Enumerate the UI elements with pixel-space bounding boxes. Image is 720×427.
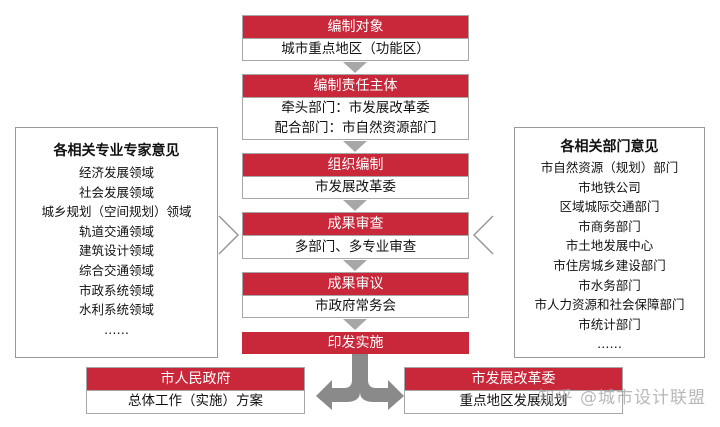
list-item: 经济发展领域 — [78, 165, 154, 180]
panel-title: 各相关专业专家意见 — [53, 143, 180, 159]
stage-title: 成果审查 — [243, 213, 468, 236]
list-item: 市地铁公司 — [578, 179, 641, 195]
stage-deliberation: 成果审议 市政府常务会 — [242, 272, 469, 318]
list-item: 综合交通领域 — [78, 262, 154, 278]
down-arrow-icon — [343, 260, 367, 271]
output-title: 市人民政府 — [87, 368, 304, 391]
stage-organize: 组织编制 市发展改革委 — [242, 153, 469, 199]
list-item: …… — [597, 336, 622, 352]
list-item: 市政系统领域 — [78, 282, 154, 298]
stage-publish: 印发实施 — [242, 332, 469, 354]
down-arrow-icon — [343, 62, 367, 73]
list-item: 区域城际交通部门 — [559, 199, 660, 215]
stage-line: 市政府常务会 — [315, 298, 396, 314]
stage-compile-object: 编制对象 城市重点地区（功能区） — [242, 15, 469, 61]
stage-responsible-party: 编制责任主体 牵头部门：市发展改革委 配合部门：市自然资源部门 — [242, 74, 469, 140]
panel-title: 各相关部门意见 — [560, 139, 659, 155]
down-arrow-icon — [343, 141, 367, 152]
stage-line: 多部门、多专业审查 — [294, 239, 417, 255]
stage-line: 市发展改革委 — [315, 179, 396, 195]
department-opinions-panel: 各相关部门意见 市自然资源（规划）部门 市地铁公司 区域城际交通部门 市商务部门… — [514, 127, 705, 358]
list-item: 市商务部门 — [578, 218, 641, 234]
output-city-government: 市人民政府 总体工作（实施）方案 — [86, 367, 305, 414]
expert-field-list: 经济发展领域 社会发展领域 城乡规划（空间规划）领域 轨道交通领域 建筑设计领域… — [16, 163, 217, 339]
stage-review: 成果审查 多部门、多专业审查 — [242, 212, 469, 259]
left-chevron-icon — [472, 215, 494, 255]
down-arrow-icon — [343, 319, 367, 330]
list-item: …… — [104, 321, 129, 337]
list-item: 市土地发展中心 — [565, 238, 654, 254]
stage-title: 编制对象 — [243, 16, 468, 39]
list-item: 市住房城乡建设部门 — [553, 257, 666, 273]
list-item: 社会发展领域 — [78, 184, 154, 200]
list-item: 市自然资源（规划）部门 — [540, 160, 679, 175]
stage-title: 编制责任主体 — [243, 75, 468, 98]
list-item: 市水务部门 — [578, 277, 641, 293]
list-item: 水利系统领域 — [78, 302, 154, 318]
list-item: 建筑设计领域 — [78, 243, 154, 259]
stage-line: 牵头部门：市发展改革委 — [281, 100, 430, 116]
down-arrow-icon — [343, 200, 367, 211]
stage-line: 配合部门：市自然资源部门 — [274, 120, 437, 136]
list-item: 城乡规划（空间规划）领域 — [41, 204, 192, 220]
split-arrow-icon — [316, 354, 404, 410]
list-item: 轨道交通领域 — [78, 223, 154, 239]
output-development-reform-commission: 市发展改革委 重点地区发展规划 — [404, 367, 623, 414]
list-item: 市人力资源和社会保障部门 — [534, 297, 685, 313]
output-body: 总体工作（实施）方案 — [128, 393, 263, 409]
expert-opinions-panel: 各相关专业专家意见 经济发展领域 社会发展领域 城乡规划（空间规划）领域 轨道交… — [15, 127, 218, 358]
stage-title: 成果审议 — [243, 273, 468, 296]
list-item: 市统计部门 — [578, 316, 641, 332]
stage-title: 组织编制 — [243, 154, 468, 177]
department-list: 市自然资源（规划）部门 市地铁公司 区域城际交通部门 市商务部门 市土地发展中心… — [515, 158, 704, 354]
stage-line: 城市重点地区（功能区） — [281, 41, 430, 57]
watermark: 知乎 @城市设计联盟 — [537, 388, 706, 408]
right-chevron-icon — [218, 215, 240, 255]
output-body: 重点地区发展规划 — [459, 393, 568, 409]
output-title: 市发展改革委 — [405, 368, 622, 391]
